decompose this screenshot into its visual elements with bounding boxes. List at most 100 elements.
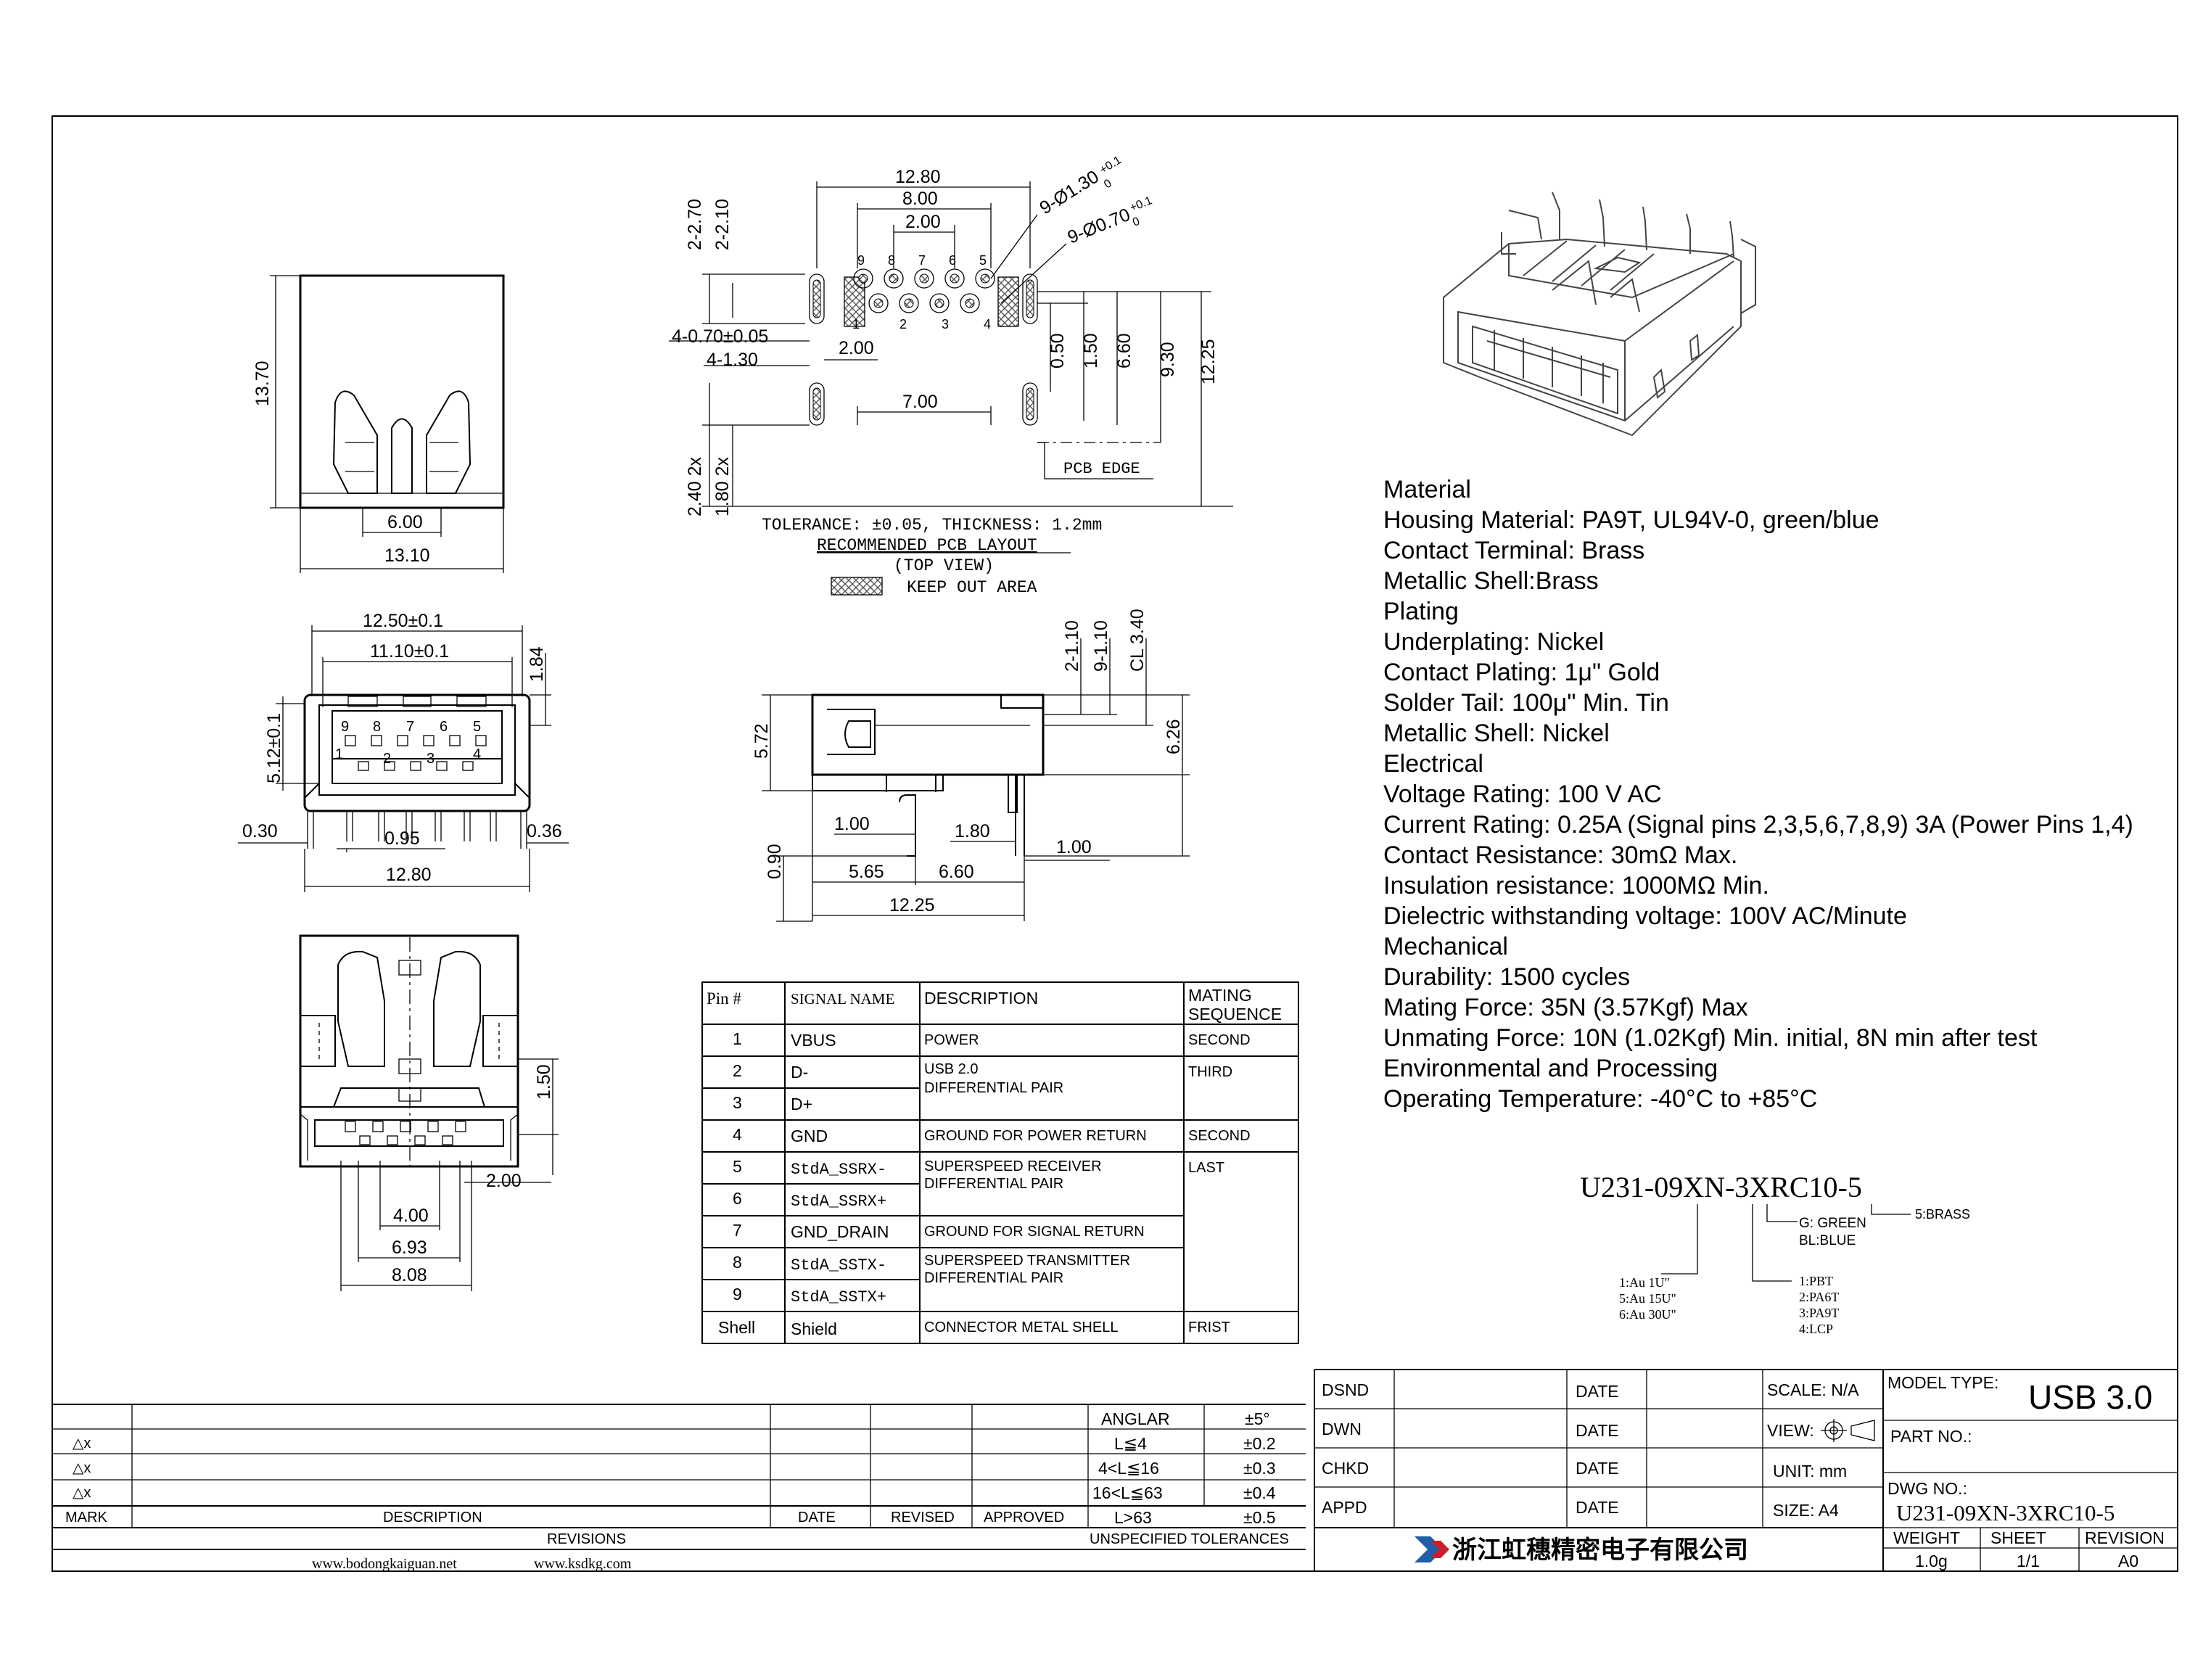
- dim-2-2-70: 2-2.70: [685, 199, 705, 250]
- tolerance-value: ±5°: [1245, 1409, 1270, 1428]
- pin-description: DIFFERENTIAL PAIR: [924, 1270, 1063, 1286]
- company-name: 浙江虹穗精密电子有限公司: [1452, 1536, 1748, 1564]
- dim-hole-1-30: 9-Ø1.30: [1036, 166, 1102, 218]
- weight-label: WEIGHT: [1893, 1528, 1960, 1547]
- pcb-layout-subtitle: (TOP VIEW): [894, 556, 994, 575]
- dim-2-2-10: 2-2.10: [712, 199, 733, 250]
- tolerance-label: ANGLAR: [1101, 1409, 1170, 1428]
- spec-line: Current Rating: 0.25A (Signal pins 2,3,5…: [1383, 811, 2133, 839]
- keepout-swatch: [831, 577, 883, 596]
- company-logo-icon: [1415, 1536, 1449, 1562]
- pcb-pin-3: 3: [942, 317, 949, 332]
- unit-label: UNIT: mm: [1773, 1462, 1847, 1481]
- dim-6-60-side: 6.60: [939, 862, 974, 882]
- pin-table-header-sequence: SEQUENCE: [1188, 1005, 1282, 1024]
- spec-line: Unmating Force: 10N (1.02Kgf) Min. initi…: [1383, 1024, 2038, 1052]
- pcb-layout-view: 9 8 7 6 5 1 2 3 4 12.80 8.00 2.00 2-2.70…: [669, 154, 1233, 597]
- revision-value: A0: [2118, 1552, 2138, 1570]
- dim-2-00: 2.00: [905, 212, 941, 232]
- part-code-brass: 5:BRASS: [1915, 1207, 1970, 1222]
- role-dsnd: DSND: [1322, 1380, 1369, 1399]
- tolerance-value: ±0.3: [1243, 1459, 1276, 1478]
- rev-col-description: DESCRIPTION: [383, 1510, 482, 1525]
- revisions-block: △x △x △x MARK DESCRIPTION DATE REVISED A…: [52, 1404, 1306, 1572]
- dim-4-0-70: 4-0.70±0.05: [672, 326, 768, 347]
- projection-symbol-icon: [1821, 1419, 1875, 1442]
- front-pin-5: 5: [473, 719, 481, 735]
- spec-line: Mechanical: [1383, 933, 1508, 960]
- spec-line: Housing Material: PA9T, UL94V-0, green/b…: [1383, 506, 1879, 534]
- dim-4-00: 4.00: [393, 1206, 429, 1226]
- dim-1-80: 1.80 2x: [712, 456, 733, 516]
- role-dwn: DWN: [1322, 1420, 1362, 1438]
- dim-12-25-side: 12.25: [889, 895, 935, 915]
- part-no-label: PART NO.:: [1890, 1427, 1972, 1446]
- dim-1-80-side: 1.80: [955, 821, 990, 841]
- pcb-pin-8: 8: [888, 253, 895, 268]
- dim-2-1-10: 2-1.10: [1062, 620, 1082, 672]
- pin-description: POWER: [924, 1032, 979, 1048]
- tolerance-value: ±0.2: [1243, 1434, 1276, 1453]
- dim-9-30: 9.30: [1158, 342, 1178, 377]
- dim-2-00-bottom: 2.00: [486, 1171, 522, 1191]
- size-label: SIZE: A4: [1773, 1501, 1839, 1520]
- part-code-plating: 1:Au 1U": [1619, 1275, 1670, 1290]
- date-label: DATE: [1576, 1382, 1619, 1401]
- pin-mating: THIRD: [1188, 1064, 1232, 1080]
- pin-description: SUPERSPEED RECEIVER: [924, 1158, 1102, 1174]
- pin-description: DIFFERENTIAL PAIR: [924, 1080, 1063, 1096]
- front-pin-8: 8: [373, 719, 381, 735]
- pcb-pin-9: 9: [857, 253, 865, 268]
- role-chkd: CHKD: [1322, 1459, 1369, 1478]
- specifications-list: Material Housing Material: PA9T, UL94V-0…: [1383, 476, 2133, 1113]
- pcb-pin-6: 6: [949, 253, 956, 268]
- website-2: www.ksdkg.com: [534, 1556, 632, 1572]
- pin-mating: LAST: [1188, 1160, 1224, 1176]
- drawing-border: [52, 115, 2178, 1572]
- pin-signal: Shield: [791, 1319, 837, 1338]
- dim-12-80-front: 12.80: [386, 865, 432, 885]
- pcb-pin-4: 4: [984, 317, 991, 332]
- rev-col-approved: APPROVED: [984, 1510, 1064, 1525]
- revision-mark: △x: [73, 1485, 91, 1501]
- pin-number: 9: [733, 1285, 742, 1304]
- part-code-plating: 5:Au 15U": [1619, 1291, 1676, 1306]
- dwg-no-value: U231-09XN-3XRC10-5: [1896, 1500, 2115, 1525]
- pin-signal: VBUS: [791, 1031, 836, 1050]
- dim-9-1-10: 9-1.10: [1091, 620, 1111, 672]
- website-1: www.bodongkaiguan.net: [312, 1556, 457, 1572]
- scale-label: SCALE: N/A: [1767, 1380, 1859, 1399]
- dim-8-00: 8.00: [902, 189, 938, 209]
- dim-0-30: 0.30: [242, 821, 278, 841]
- tolerance-value: ±0.4: [1243, 1483, 1276, 1502]
- dim-13-10: 13.10: [384, 545, 430, 566]
- pin-mating: SECOND: [1188, 1032, 1251, 1048]
- dim-1-00-b: 1.00: [1056, 837, 1092, 857]
- pin-table-header-signal: SIGNAL NAME: [791, 990, 894, 1008]
- dim-12-50: 12.50±0.1: [363, 611, 443, 631]
- pin-number: 4: [733, 1125, 742, 1144]
- front-pin-7: 7: [406, 719, 414, 735]
- spec-line: Contact Plating: 1μ" Gold: [1383, 659, 1660, 686]
- dim-13-70: 13.70: [252, 361, 273, 406]
- keepout-label: KEEP OUT AREA: [907, 578, 1037, 597]
- dim-1-50-pcb: 1.50: [1081, 333, 1101, 368]
- pin-description: CONNECTOR METAL SHELL: [924, 1319, 1118, 1335]
- part-code-material: 2:PA6T: [1799, 1290, 1839, 1304]
- unspecified-tolerances-label: UNSPECIFIED TOLERANCES: [1090, 1531, 1289, 1547]
- spec-line: Mating Force: 35N (3.57Kgf) Max: [1383, 994, 1748, 1021]
- dim-0-50: 0.50: [1047, 333, 1068, 368]
- dim-0-90: 0.90: [765, 844, 785, 879]
- pin-signal: StdA_SSTX+: [791, 1288, 886, 1306]
- part-code-material: 1:PBT: [1799, 1274, 1833, 1288]
- pin-signal: StdA_SSRX+: [791, 1193, 886, 1211]
- connector-isometric-view: [1443, 192, 1756, 437]
- dim-hole-0-70: 9-Ø0.70: [1065, 205, 1133, 248]
- date-label: DATE: [1576, 1459, 1619, 1478]
- pin-table-header-description: DESCRIPTION: [924, 989, 1038, 1008]
- pin-number: 6: [733, 1189, 742, 1208]
- part-code-plating: 6:Au 30U": [1619, 1307, 1676, 1322]
- dim-hole-1-30-tol-dn: 0: [1102, 177, 1114, 191]
- date-label: DATE: [1576, 1421, 1619, 1440]
- spec-line: Durability: 1500 cycles: [1383, 963, 1630, 991]
